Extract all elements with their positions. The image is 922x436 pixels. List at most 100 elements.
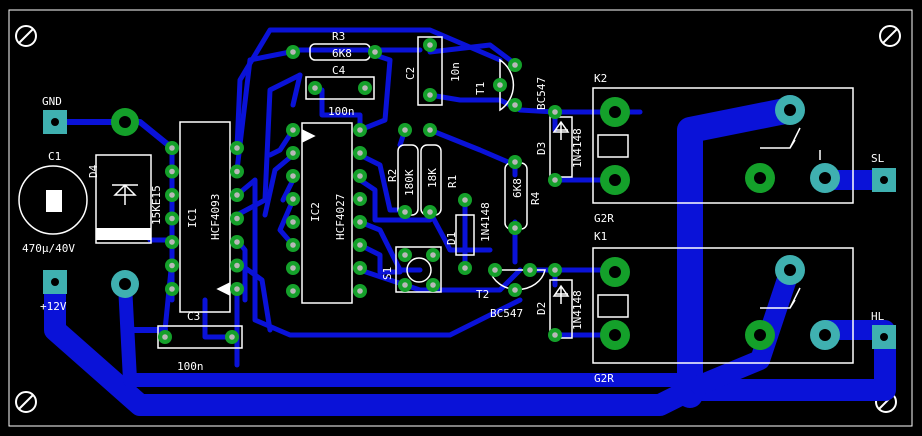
label-c1-value: 470µ/40V (22, 242, 75, 255)
label-c4-value: 100n (328, 105, 355, 118)
pad-hole (290, 196, 296, 202)
label-d4: D4 (87, 164, 100, 178)
pad-hole (169, 192, 175, 198)
pad-hole (462, 197, 468, 203)
pad-hole (372, 49, 378, 55)
pad-hole (357, 150, 363, 156)
pad-hole (462, 265, 468, 271)
pad-hole (512, 287, 518, 293)
mounting-hole-icon (15, 391, 37, 413)
label-r3-value: 6K8 (332, 47, 352, 60)
pad-hole (234, 145, 240, 151)
label-r3: R3 (332, 30, 345, 43)
c1-outline (18, 165, 88, 235)
label-t1: T1 (474, 82, 487, 95)
s1-outline (395, 246, 442, 293)
pad-hole (290, 219, 296, 225)
d1-outline (455, 214, 475, 256)
silkscreen-symbols (112, 120, 570, 304)
pad-hole (290, 288, 296, 294)
c4-outline (305, 76, 375, 100)
pad-hole (427, 42, 433, 48)
pad-hole (552, 332, 558, 338)
label-d3-value: 1N4148 (571, 128, 584, 168)
board-outline (8, 9, 913, 427)
pad-hole (229, 334, 235, 340)
ic2-outline (301, 122, 353, 304)
pad-hole (234, 262, 240, 269)
d4-outline (95, 154, 152, 244)
label-k2: K2 (594, 72, 607, 85)
pad-hole (169, 215, 175, 222)
pad-hole (234, 215, 240, 222)
label-gnd: GND (42, 95, 62, 108)
label-plus12: +12V (40, 300, 67, 313)
pad-hole (492, 267, 498, 273)
pad-hole (357, 173, 363, 179)
label-r2: R2 (386, 169, 399, 182)
pad-hole (402, 127, 408, 133)
pad-hole (402, 282, 408, 288)
label-d1-value: 1N4148 (479, 202, 492, 242)
label-r1-value: 18K (426, 168, 439, 188)
c2-outline (417, 36, 443, 106)
pad-hole (512, 62, 518, 68)
label-t2: T2 (476, 288, 489, 301)
label-c3: C3 (187, 310, 200, 323)
k1-outline (592, 247, 854, 364)
label-c4: C4 (332, 64, 346, 77)
pad-hole (234, 168, 240, 175)
label-t2-value: BC547 (490, 307, 523, 320)
label-c1: C1 (48, 150, 61, 163)
pad-hole (497, 82, 503, 88)
label-ic2: IC2 (309, 202, 322, 222)
pad-hole (427, 127, 433, 133)
label-t1-value: BC547 (535, 77, 548, 110)
label-r4-value: 6K8 (511, 178, 524, 198)
pad-hole (357, 265, 363, 271)
pads (43, 95, 896, 350)
pad-hole (357, 242, 363, 248)
label-c2-value: 10n (449, 62, 462, 82)
label-ic1: IC1 (186, 208, 199, 228)
pad-hole (552, 267, 558, 273)
pad-hole (169, 239, 175, 245)
pad-hole (312, 85, 318, 91)
pad-hole (162, 334, 168, 340)
pad-hole (552, 109, 558, 115)
label-ic2-value: HCF4027 (334, 194, 347, 240)
pad-hole (357, 196, 363, 202)
label-d2-value: 1N4148 (571, 290, 584, 330)
pad-hole (512, 102, 518, 108)
pad-hole (234, 286, 240, 292)
pad-hole (430, 282, 436, 288)
pad-hole (430, 252, 436, 258)
pad-hole (290, 173, 296, 179)
label-r2-value: 180K (403, 169, 416, 196)
label-r1: R1 (446, 175, 459, 188)
pad-hole (290, 127, 296, 133)
mounting-hole-icon (15, 25, 37, 47)
pad-hole (402, 209, 408, 215)
pad-hole (552, 177, 558, 183)
label-r4: R4 (529, 191, 542, 205)
label-c3-value: 100n (177, 360, 204, 373)
label-sl: SL (871, 152, 885, 165)
label-k1: K1 (594, 230, 607, 243)
silkscreen-outlines (18, 36, 854, 364)
pad-hole (427, 209, 433, 215)
label-d4-value: 15KE15 (150, 185, 163, 225)
t1-outline (499, 58, 515, 112)
pad-hole (512, 159, 518, 165)
pad-hole (357, 288, 363, 294)
pad-hole (290, 150, 296, 156)
pad-hole (169, 262, 175, 269)
pad-hole (362, 85, 368, 91)
label-hl: HL (871, 310, 885, 323)
pad-hole (169, 286, 175, 292)
small-pads (158, 38, 562, 344)
label-s1: S1 (381, 267, 394, 280)
pad-hole (234, 239, 240, 245)
mounting-hole-icon (879, 25, 901, 47)
